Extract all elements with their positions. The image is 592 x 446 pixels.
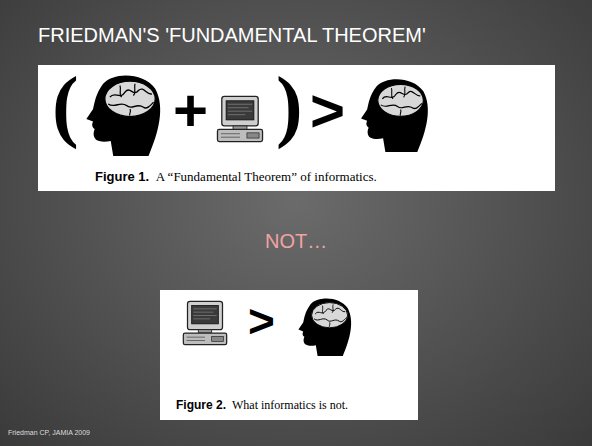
citation-note: Friedman CP, JAMIA 2009 [8,429,90,436]
figure-caption: Figure 1. A “Fundamental Theorem” of info… [95,169,377,185]
not-informatics-illustration [160,290,418,390]
figure-number: Figure 2. [176,398,226,412]
slide-title: FRIEDMAN'S 'FUNDAMENTAL THEOREM' [38,24,426,47]
greater-than-symbol: > [248,298,275,344]
computer-icon [183,301,226,344]
greater-than-symbol: > [310,81,345,141]
caption-text: A “Fundamental Theorem” of informatics. [156,169,377,184]
computer-icon [217,96,262,141]
paren-symbol: ( [52,65,79,145]
brain-head [86,75,160,156]
caption-text: What informatics is not. [232,398,348,412]
paren-symbol: ) [276,65,303,145]
figure-panel: Figure 2. What informatics is not. > [160,290,418,420]
figure-panel: Figure 1. A “Fundamental Theorem” of info… [38,65,555,191]
brain-head [298,298,351,356]
figure-caption: Figure 2. What informatics is not. [176,398,348,413]
not-label: NOT… [265,231,327,251]
plus-symbol: + [173,81,208,141]
figure-number: Figure 1. [95,169,149,184]
brain-head [361,79,428,152]
